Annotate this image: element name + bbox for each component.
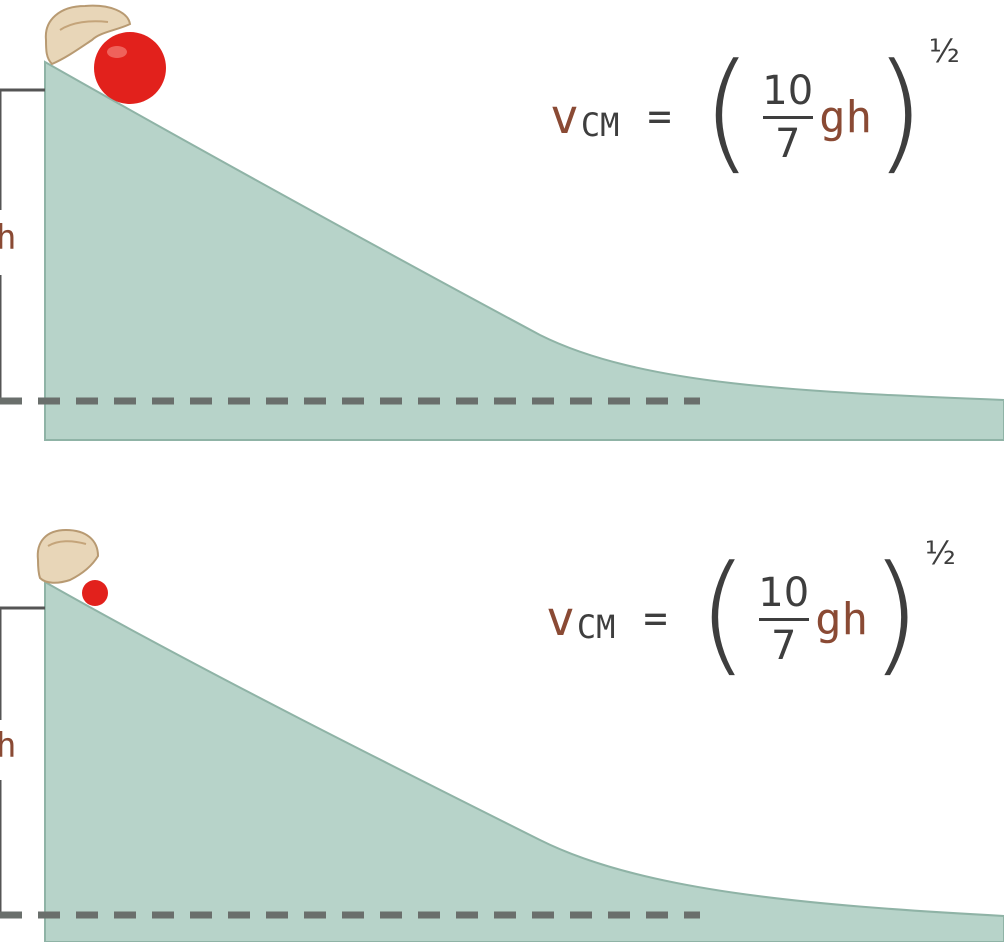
gh-term: gh: [819, 91, 873, 143]
ramp: [44, 60, 1004, 441]
left-paren: (: [701, 35, 753, 187]
exponent-half: ½: [924, 534, 956, 572]
fraction: 10 7: [758, 572, 809, 667]
velocity-symbol: v: [546, 591, 575, 647]
exponent-half: ½: [928, 32, 960, 70]
height-label: h: [0, 218, 17, 258]
ball-icon: [94, 32, 166, 104]
hand-icon: [44, 4, 132, 66]
left-paren: (: [697, 537, 749, 689]
denominator: 7: [774, 120, 801, 167]
gh-term: gh: [815, 593, 869, 645]
ramp-diagram-top: [0, 4, 1004, 441]
velocity-equation: v CM = ( 10 7 gh ) ½: [550, 32, 960, 192]
bottom-panel: h v CM = ( 10 7 gh ) ½: [0, 470, 1004, 942]
ramp-diagram-bottom: [0, 528, 1004, 942]
fraction-bar: [762, 115, 813, 119]
equals-sign: =: [643, 596, 668, 642]
cm-subscript: CM: [580, 106, 620, 144]
ramp: [44, 580, 1004, 942]
fraction-bar: [758, 617, 809, 621]
top-panel: h v CM = ( 10 7 gh ) ½: [0, 0, 1004, 470]
right-paren: ): [870, 537, 921, 689]
cm-subscript: CM: [576, 608, 616, 646]
ball-icon: [82, 580, 108, 606]
right-paren: ): [874, 35, 925, 187]
fraction: 10 7: [762, 70, 813, 165]
equals-sign: =: [647, 94, 672, 140]
height-bracket: [0, 606, 45, 914]
numerator: 10: [758, 569, 810, 616]
height-label: h: [0, 726, 17, 766]
height-bracket: [0, 88, 45, 400]
velocity-equation: v CM = ( 10 7 gh ) ½: [546, 534, 956, 694]
hand-icon: [36, 528, 100, 584]
velocity-symbol: v: [550, 89, 579, 145]
numerator: 10: [762, 67, 814, 114]
denominator: 7: [770, 622, 797, 669]
